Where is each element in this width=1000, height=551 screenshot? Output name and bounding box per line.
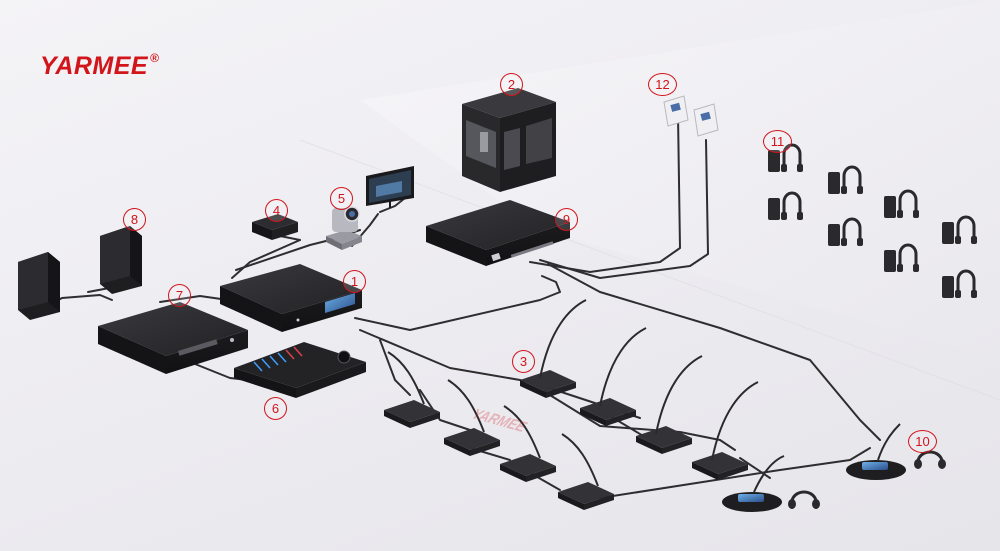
ir-receivers	[768, 143, 977, 298]
central-control-unit	[220, 264, 362, 332]
badge-5: 5	[330, 187, 353, 210]
badge-8: 8	[123, 208, 146, 231]
ptz-camera	[326, 206, 362, 250]
speaker-right	[100, 226, 142, 294]
brand-name: YARMEE	[40, 52, 149, 80]
speaker-left	[18, 252, 60, 320]
brand-logo: YARMEE®	[40, 51, 160, 81]
badge-7: 7	[168, 284, 191, 307]
badge-1: 1	[343, 270, 366, 293]
badge-9: 9	[555, 208, 578, 231]
audio-mixer	[234, 342, 366, 398]
ir-radiator-left	[663, 95, 689, 127]
badge-10: 10	[908, 430, 937, 453]
conference-microphones	[384, 299, 759, 510]
badge-6: 6	[264, 397, 287, 420]
badge-12: 12	[648, 73, 677, 96]
video-processor	[252, 214, 298, 240]
back-wall	[360, 0, 1000, 360]
badge-2: 2	[500, 73, 523, 96]
registered-mark: ®	[150, 51, 160, 65]
power-amplifier	[98, 302, 248, 374]
badge-3: 3	[512, 350, 535, 373]
interpreter-units	[722, 423, 946, 512]
interpreter-booth	[462, 88, 556, 192]
ir-radiator-right	[693, 103, 719, 137]
badge-4: 4	[265, 199, 288, 222]
ir-transmitter	[426, 200, 570, 266]
display-monitor	[366, 166, 414, 208]
badge-11: 11	[763, 130, 792, 153]
